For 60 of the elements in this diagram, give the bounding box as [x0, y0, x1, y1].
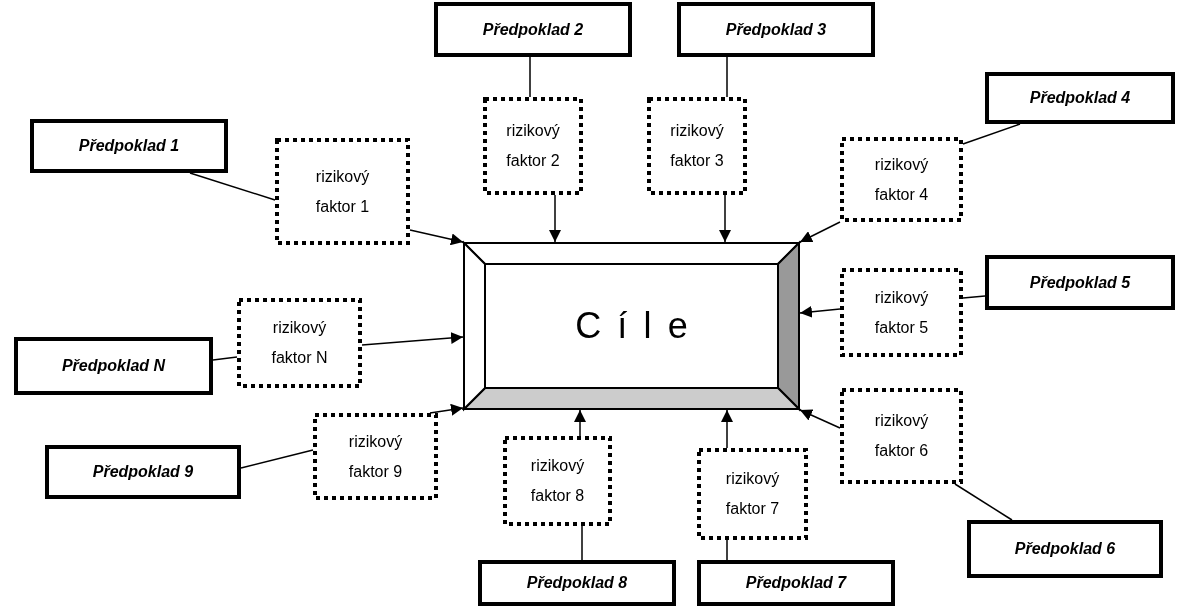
assumption-label: Předpoklad 4	[1029, 89, 1131, 107]
risk-factor-label: rizikový faktor 6	[873, 411, 930, 461]
risk-factor-box	[275, 138, 410, 245]
arrow	[409, 229, 464, 246]
assumption-box	[45, 445, 241, 499]
risk-factor-label: rizikový faktor 9	[347, 431, 404, 482]
assumption-label: Předpoklad 1	[78, 137, 180, 155]
risk-factor-box	[840, 388, 963, 484]
risk-factor-label: rizikový faktor 5	[873, 287, 930, 338]
connector-line	[962, 295, 986, 299]
risk-factor-box	[483, 97, 583, 195]
assumption-label: Předpoklad 3	[725, 20, 827, 39]
arrow	[361, 331, 464, 346]
arrow	[721, 409, 733, 449]
assumption-box	[677, 2, 875, 57]
assumption-box	[478, 560, 676, 606]
assumption-box	[434, 2, 632, 57]
risk-factor-box	[647, 97, 747, 195]
arrow	[429, 403, 464, 416]
risk-factor-label: rizikový faktor 7	[724, 469, 781, 519]
arrow	[574, 409, 586, 437]
connector-line	[212, 356, 238, 361]
risk-factor-box	[697, 448, 808, 540]
assumption-label: Předpoklad 2	[482, 20, 584, 39]
assumption-box	[985, 255, 1175, 310]
risk-factor-label: rizikový faktor 8	[529, 456, 586, 506]
connector-line	[726, 56, 728, 98]
assumption-label: Předpoklad N	[61, 357, 166, 375]
risk-factor-label: rizikový faktor 4	[873, 154, 930, 205]
risk-factor-label: rizikový faktor 1	[314, 166, 371, 217]
assumption-box	[14, 337, 213, 395]
assumption-box	[967, 520, 1163, 578]
risk-factor-label: rizikový faktor 3	[669, 121, 725, 171]
arrow	[799, 409, 841, 429]
risk-factor-box	[840, 268, 963, 357]
assumption-label: Předpoklad 5	[1029, 273, 1131, 292]
connector-line	[954, 483, 1013, 521]
arrow	[549, 194, 561, 243]
arrow	[719, 194, 731, 243]
arrow	[799, 305, 841, 318]
risk-factor-box	[313, 413, 438, 500]
arrow	[799, 221, 841, 243]
connector-line	[962, 123, 1021, 145]
assumption-box	[985, 72, 1175, 124]
risk-factor-box	[503, 436, 612, 526]
connector-line	[189, 172, 276, 201]
connector-line	[581, 525, 583, 561]
risk-factor-label: rizikový faktor 2	[505, 121, 561, 171]
assumption-label: Předpoklad 7	[745, 574, 847, 592]
assumption-box	[30, 119, 228, 173]
assumption-label: Předpoklad 9	[92, 463, 194, 481]
risk-factor-box	[237, 298, 362, 388]
assumption-label: Předpoklad 6	[1014, 540, 1116, 558]
risk-factor-box	[840, 137, 963, 222]
risk-factor-label: rizikový faktor N	[270, 318, 329, 368]
connector-line	[726, 539, 728, 561]
connector-line	[529, 56, 531, 98]
connector-line	[240, 449, 314, 469]
assumption-label: Předpoklad 8	[526, 574, 628, 592]
assumption-box	[697, 560, 895, 606]
